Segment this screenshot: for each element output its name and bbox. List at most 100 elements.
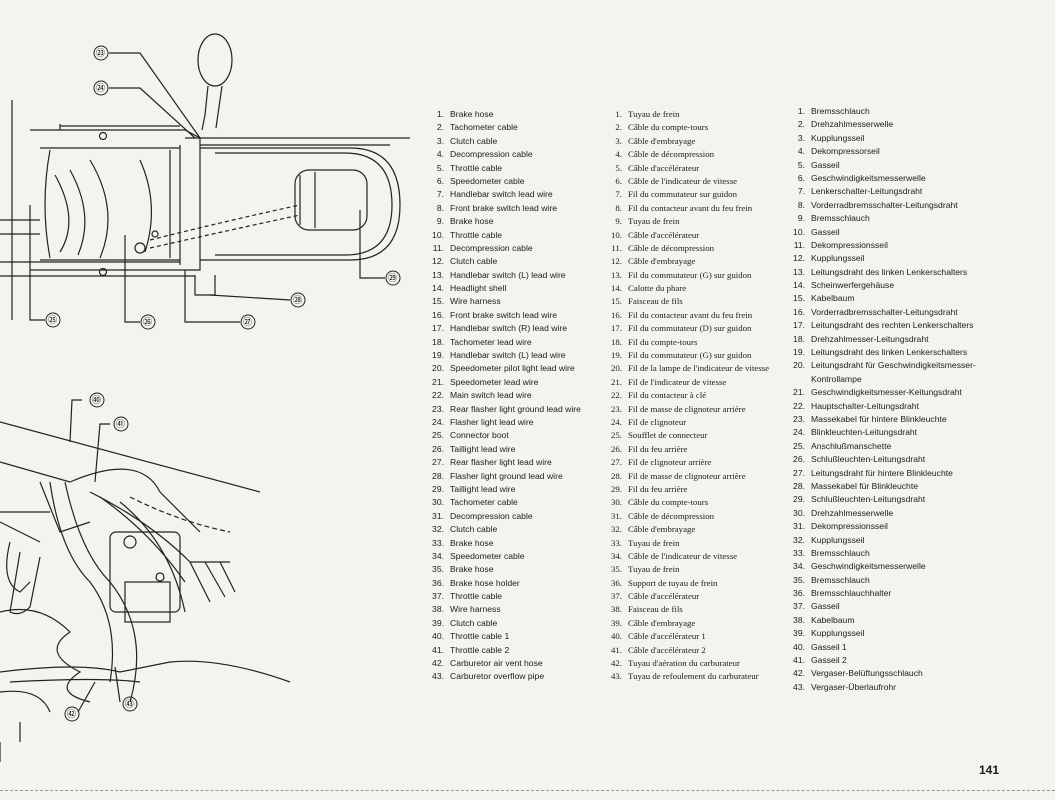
legend-de-item-number: 9. bbox=[797, 213, 805, 224]
legend-fr-item: 3.Câble d'embrayage bbox=[600, 135, 769, 148]
legend-de-item-text: Geschwindigkeitsmesserwelle bbox=[811, 561, 926, 572]
legend-en-item-text: Brake hose holder bbox=[450, 577, 520, 588]
legend-de-item: 18.Drehzahlmesser-Leitungsdraht bbox=[783, 333, 1011, 346]
legend-en-item-text: Decompression cable bbox=[450, 149, 533, 160]
legend-en-item-number: 15. bbox=[432, 296, 444, 307]
legend-fr-item: 6.Câble de l'indicateur de vitesse bbox=[600, 175, 769, 188]
legend-de-item: 39.Kupplungsseil bbox=[783, 627, 1011, 640]
legend-de-item: 4.Dekompressorseil bbox=[783, 145, 1011, 158]
legend-en-item: 40.Throttle cable 1 bbox=[420, 630, 581, 643]
legend-de-item-text: Vorderradbremsschalter-Leitungsdraht bbox=[811, 306, 958, 317]
legend-de-item: 30.Drehzahlmesserwelle bbox=[783, 507, 1011, 520]
legend-en-item-number: 43. bbox=[432, 671, 444, 682]
legend-de-item-text: Anschlußmanschette bbox=[811, 440, 892, 451]
legend-en-item-number: 22. bbox=[432, 390, 444, 401]
legend-fr-item: 22.Fil du contacteur à clé bbox=[600, 389, 769, 402]
legend-en-item: 21.Speedometer lead wire bbox=[420, 376, 581, 389]
legend-de-item-text: Kupplungsseil bbox=[811, 628, 865, 639]
legend-fr-item-number: 23. bbox=[611, 403, 622, 414]
legend-en-item: 13.Handlebar switch (L) lead wire bbox=[420, 269, 581, 282]
legend-en-item-number: 9. bbox=[436, 216, 444, 227]
legend-fr-item-text: Câble d'accélérateur bbox=[628, 229, 700, 240]
legend-de-item-number: 20. bbox=[793, 360, 805, 371]
legend-fr-item: 8.Fil du contacteur avant du feu frein bbox=[600, 202, 769, 215]
legend-de-item-number: 24. bbox=[793, 427, 805, 438]
legend-en-item-text: Handlebar switch (L) lead wire bbox=[450, 269, 566, 280]
legend-en-item: 11.Decompression cable bbox=[420, 242, 581, 255]
legend-en-item: 3.Clutch cable bbox=[420, 135, 581, 148]
legend-de-item-number: 42. bbox=[793, 668, 805, 679]
legend-de-item-text: Dekompressorseil bbox=[811, 146, 880, 157]
legend-fr-item-text: Câble du compte-tours bbox=[628, 122, 709, 133]
legend-de-item-text: Dekompressionsseil bbox=[811, 239, 888, 250]
legend-fr-item-number: 15. bbox=[611, 296, 622, 307]
legend-de-item: 35. Bremsschlauch bbox=[783, 574, 1011, 587]
legend-de-item-number: 11. bbox=[793, 239, 805, 250]
legend-de-item-number: 40. bbox=[793, 641, 805, 652]
legend-en-item-text: Throttle cable bbox=[450, 591, 503, 602]
legend-de-item: 22.Hauptschalter-Leitungsdraht bbox=[783, 400, 1011, 413]
legend-de-item-number: 33. bbox=[793, 547, 805, 558]
legend-de-item-number: 35. bbox=[793, 574, 805, 585]
legend-en-item-number: 30. bbox=[432, 497, 444, 508]
legend-fr-item-text: Câble d'embrayage bbox=[628, 524, 696, 535]
legend-en-item: 43.Carburetor overflow pipe bbox=[420, 670, 581, 683]
legend-en-item-number: 41. bbox=[432, 644, 444, 655]
legend-de-item-number: 36. bbox=[793, 588, 805, 599]
legend-de-item-number: 10. bbox=[793, 226, 805, 237]
legend-fr-item-text: Faisceau de fils bbox=[628, 296, 683, 307]
legend-de-item-number: 41. bbox=[793, 655, 805, 666]
legend-de-item-number: 23. bbox=[793, 414, 805, 425]
legend-fr-item-number: 6. bbox=[615, 175, 622, 186]
legend-fr-item-text: Câble d'accélérateur bbox=[628, 162, 700, 173]
legend-fr-item-number: 43. bbox=[611, 671, 622, 682]
legend-fr-item-number: 27. bbox=[611, 457, 622, 468]
legend-en-item-text: Clutch cable bbox=[450, 524, 498, 535]
legend-fr-item-text: Câble de décompression bbox=[628, 242, 714, 253]
page-edge-divider bbox=[0, 790, 1055, 791]
legend-fr-item-text: Fil de la lampe de l'indicateur de vites… bbox=[628, 363, 770, 374]
legend-de-item-text: Bremsschlauch bbox=[811, 574, 870, 585]
legend-en-item-text: Speedometer cable bbox=[450, 550, 525, 561]
legend-de-item: 40.Gasseil 1 bbox=[783, 641, 1011, 654]
legend-en-item: 12.Clutch cable bbox=[420, 255, 581, 268]
legend-en-item-number: 42. bbox=[432, 658, 444, 669]
legend-en-item-text: Flasher light ground lead wire bbox=[450, 470, 563, 481]
legend-en-item: 38.Wire harness bbox=[420, 603, 581, 616]
legend-en-item-text: Clutch cable bbox=[450, 256, 498, 267]
legend-en-item-number: 33. bbox=[432, 537, 444, 548]
legend-en-item-text: Taillight lead wire bbox=[450, 483, 516, 494]
legend-en-item-text: Brake hose bbox=[450, 537, 494, 548]
legend-fr-item-text: Tuyau de refoulement du carburateur bbox=[628, 671, 759, 682]
legend-en-item-text: Throttle cable bbox=[450, 229, 503, 240]
legend-de-item-text: Scheinwerfergehäuse bbox=[811, 280, 895, 291]
legend-de-item: 21.Geschwindigkeitsmesser-Keitungsdraht bbox=[783, 386, 1011, 399]
legend-fr-item-text: Fil du commutateur sur guidon bbox=[628, 189, 737, 200]
legend-fr-item-number: 20. bbox=[611, 363, 622, 374]
legend-fr-item: 24.Fil de clignoteur bbox=[600, 416, 769, 429]
legend-fr-item: 43. Tuyau de refoulement du carburateur bbox=[600, 670, 769, 683]
legend-de-item-number: 26. bbox=[793, 454, 805, 465]
legend-fr-item-text: Fil du compte-tours bbox=[628, 336, 698, 347]
legend-en-item-text: Handlebar switch lead wire bbox=[450, 189, 553, 200]
legend-fr-item: 30.Câble du compte-tours bbox=[600, 496, 769, 509]
legend-de-item-number: 5. bbox=[797, 159, 805, 170]
legend-en-item-number: 1. bbox=[436, 109, 444, 119]
legend-fr-item-text: Fil du contacteur à clé bbox=[628, 390, 707, 401]
legend-de-item-number: 28. bbox=[793, 480, 805, 491]
legend-en-item: 28.Flasher light ground lead wire bbox=[420, 470, 581, 483]
legend-de-item: 42.Vergaser-Belüftungsschlauch bbox=[783, 667, 1011, 680]
legend-en-item: 39.Clutch cable bbox=[420, 617, 581, 630]
legend-de-item-text: Geschwindigkeitsmesserwelle bbox=[811, 172, 926, 183]
legend-de-item: 14.Scheinwerfergehäuse bbox=[783, 279, 1011, 292]
legend-en-item: 42.Carburetor air vent hose bbox=[420, 657, 581, 670]
legend-de-item: 12.Kupplungsseil bbox=[783, 252, 1011, 265]
legend-en-item-number: 39. bbox=[432, 617, 444, 628]
legend-de-item-text: Bremsschlauch bbox=[811, 106, 870, 116]
legend-de-item: 36.Bremsschlauchhalter bbox=[783, 587, 1011, 600]
legend-en-item-text: Main switch lead wire bbox=[450, 390, 532, 401]
legend-en-item-number: 5. bbox=[436, 162, 444, 173]
legend-de-item: 2.Drehzahlmesserwelle bbox=[783, 118, 1011, 131]
legend-fr-item: 16.Fil du contacteur avant du feu frein bbox=[600, 309, 769, 322]
legend-en-item: 15.Wire harness bbox=[420, 295, 581, 308]
